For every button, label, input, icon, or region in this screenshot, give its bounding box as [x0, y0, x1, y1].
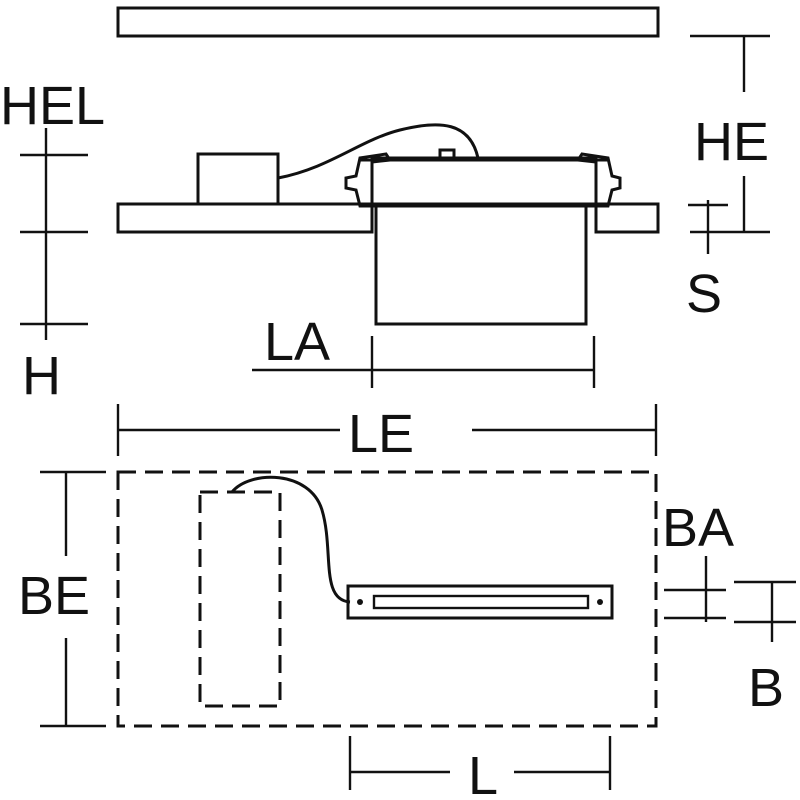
clip-right: [575, 152, 622, 208]
ceiling-panel-left: [116, 202, 374, 234]
label-ba: BA: [662, 498, 734, 558]
label-s: S: [686, 264, 722, 324]
ceiling-panel-right: [594, 202, 660, 234]
driver-outline: [198, 490, 282, 708]
cable-side: [277, 123, 480, 180]
label-he: HE: [694, 112, 769, 172]
ceiling-slab: [116, 6, 660, 38]
label-b: B: [748, 658, 784, 718]
luminaire-bar: [346, 584, 614, 620]
luminaire-slot: [372, 594, 590, 610]
label-le: LE: [348, 404, 414, 464]
label-hel: HEL: [0, 76, 105, 136]
driver-box: [196, 152, 280, 206]
screw-left: [357, 599, 363, 605]
screw-right: [597, 599, 603, 605]
housing-top: [370, 156, 598, 206]
label-h: H: [22, 346, 61, 406]
label-be: BE: [18, 566, 90, 626]
housing-tab: [438, 148, 456, 162]
clip-left: [344, 152, 393, 208]
cutout-outline: [116, 470, 658, 728]
label-l: L: [468, 746, 498, 800]
cable-top: [230, 475, 351, 604]
label-la: LA: [264, 312, 330, 372]
luminaire-body: [374, 204, 588, 326]
